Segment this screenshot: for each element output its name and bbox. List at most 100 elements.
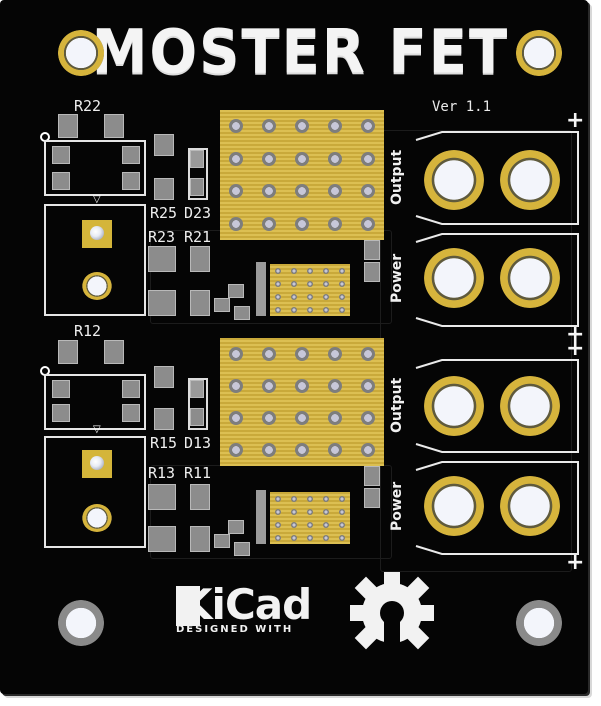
pad <box>190 408 204 426</box>
via <box>229 216 244 231</box>
switch-outline <box>44 140 146 196</box>
via <box>360 443 375 457</box>
via <box>229 411 244 425</box>
via <box>339 280 345 287</box>
plus-marker: + <box>566 550 585 575</box>
pad <box>214 298 230 312</box>
via <box>262 443 277 457</box>
via <box>275 495 281 502</box>
pad <box>52 172 70 190</box>
board-title: MOSTER FET <box>91 17 510 88</box>
connector-outline <box>44 204 146 316</box>
pad <box>190 150 204 168</box>
via <box>339 306 345 313</box>
power-label-lower: Power <box>389 481 405 531</box>
via <box>295 119 309 134</box>
connector-outline <box>44 436 146 548</box>
round-pad <box>82 272 112 300</box>
via-array <box>270 492 350 544</box>
terminal-pad <box>424 150 484 210</box>
drill <box>90 226 104 240</box>
pad <box>104 114 124 138</box>
via <box>307 267 313 274</box>
via <box>291 521 297 528</box>
plus-marker: + <box>566 108 585 133</box>
via <box>327 347 342 361</box>
via <box>295 347 309 361</box>
round-pad <box>82 504 112 532</box>
via <box>360 151 375 166</box>
via <box>262 379 277 393</box>
pad <box>122 380 140 398</box>
pad <box>190 484 210 510</box>
via <box>327 216 342 231</box>
pad <box>190 178 204 196</box>
terminal-pad <box>500 476 560 536</box>
pad <box>52 380 70 398</box>
via <box>262 216 277 231</box>
via <box>327 379 342 393</box>
pad <box>228 520 244 534</box>
via <box>307 508 313 515</box>
via <box>307 306 313 313</box>
designed-with-text: DESIGNED WITH <box>176 624 294 635</box>
via <box>291 508 297 515</box>
ref-r25: R25 <box>150 204 178 222</box>
pad <box>228 284 244 298</box>
pad <box>214 534 230 548</box>
via <box>295 216 309 231</box>
ref-r22: R22 <box>74 97 102 115</box>
via <box>339 521 345 528</box>
via <box>262 411 277 425</box>
via <box>323 508 329 515</box>
via <box>339 267 345 274</box>
terminal-pad <box>500 150 560 210</box>
via <box>291 306 297 313</box>
via <box>339 534 345 541</box>
terminal-pad <box>424 476 484 536</box>
via <box>229 443 244 457</box>
power-label-upper: Power <box>389 253 405 303</box>
pad <box>234 306 250 320</box>
ref-r12: R12 <box>74 322 102 340</box>
pad <box>154 366 174 388</box>
terminal-pad <box>500 248 560 308</box>
terminal-pad <box>500 376 560 436</box>
pad <box>190 526 210 552</box>
ref-r11: R11 <box>184 464 212 482</box>
via <box>323 293 329 300</box>
mounting-hole-top-right <box>516 30 562 76</box>
pad <box>148 484 176 510</box>
pad <box>190 380 204 398</box>
via <box>275 534 281 541</box>
via <box>339 495 345 502</box>
via <box>262 347 277 361</box>
via <box>262 184 277 199</box>
via-array <box>220 110 384 240</box>
via <box>295 379 309 393</box>
ref-d13: D13 <box>184 434 212 452</box>
via <box>229 119 244 134</box>
mounting-hole-top-left <box>58 30 104 76</box>
pad <box>122 146 140 164</box>
output-label-lower: Output <box>389 377 405 433</box>
switch-outline <box>44 374 146 430</box>
via <box>360 184 375 199</box>
output-label-upper: Output <box>389 149 405 205</box>
ref-d23: D23 <box>184 204 212 222</box>
pad <box>148 526 176 552</box>
via <box>327 119 342 134</box>
pad <box>122 172 140 190</box>
via <box>229 347 244 361</box>
terminal-pad <box>424 248 484 308</box>
output-terminal-outline-lower <box>415 359 579 453</box>
via <box>323 495 329 502</box>
via <box>295 443 309 457</box>
pad <box>52 146 70 164</box>
mounting-hole-bottom-left <box>58 600 104 646</box>
via <box>291 293 297 300</box>
via <box>323 267 329 274</box>
mounting-hole-bottom-right <box>516 600 562 646</box>
pad <box>154 408 174 430</box>
via <box>360 119 375 134</box>
